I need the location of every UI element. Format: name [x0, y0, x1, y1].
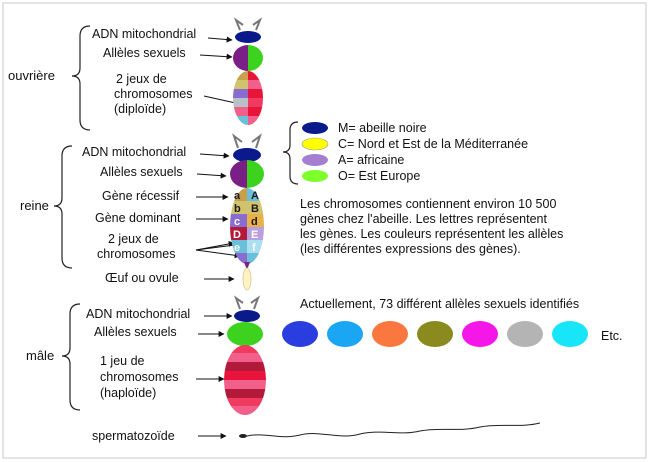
- allele-ellipse-3: [372, 321, 408, 347]
- male-sex-label: Allèles sexuels: [94, 325, 177, 339]
- queen-mito-arrow: [199, 152, 230, 159]
- male-section: mâle ADN mitochondrial Allèles sexuels 1…: [26, 295, 623, 415]
- queen-gene-E: E: [251, 229, 258, 241]
- queen-brace: [53, 145, 73, 269]
- male-thorax-allele: [227, 322, 263, 346]
- male-chrom-line1: 1 jeu de: [100, 354, 145, 368]
- queen-recessive-label: Gène récessif: [102, 189, 180, 203]
- queen-gene-A: A: [251, 190, 259, 202]
- queen-gene-e: e: [234, 242, 240, 254]
- description-line-2: gènes chez l'abeille. Les lettres représ…: [300, 212, 548, 226]
- alleles-title: Actuellement, 73 différent allèles sexue…: [300, 297, 579, 311]
- allele-ellipse-6: [507, 321, 543, 347]
- allele-color-row: [282, 321, 588, 347]
- egg-label: Œuf ou ovule: [105, 271, 179, 285]
- queen-gene-f: f: [252, 242, 256, 254]
- queen-antenna-right: [251, 133, 262, 149]
- queen-gene-B: B: [251, 203, 259, 215]
- legend-label-c: C= Nord et Est de la Méditerranée: [338, 137, 528, 151]
- worker-mito-arrow: [207, 36, 233, 43]
- description-line-1: Les chromosomes contiennent environ 10 5…: [300, 197, 556, 211]
- worker-chrom-line2: chromosomes: [114, 87, 193, 101]
- queen-gene-a: a: [234, 190, 241, 202]
- male-head-mito: [234, 310, 260, 322]
- legend: M= abeille noire C= Nord et Est de la Mé…: [282, 121, 528, 185]
- legend-brace: [282, 121, 299, 185]
- description: Les chromosomes contiennent environ 10 5…: [300, 197, 563, 256]
- male-chrom-line3: (haploïde): [100, 386, 156, 400]
- legend-lavender-ellipse-icon: [302, 154, 328, 166]
- queen-sex-label: Allèles sexuels: [100, 165, 183, 179]
- worker-antenna-left: [233, 17, 244, 31]
- male-brace: [61, 303, 81, 411]
- male-bee: [224, 295, 266, 415]
- queen-section: reine ADN mitochondrial Allèles sexuels …: [20, 133, 264, 291]
- worker-sex-arrow: [199, 53, 233, 60]
- male-chrom-line2: chromosomes: [100, 370, 179, 384]
- queen-chrom-arrow-3: [195, 249, 241, 259]
- sperm-label: spermatozoïde: [92, 429, 175, 443]
- allele-ellipse-5: [462, 321, 498, 347]
- male-antenna-right: [250, 295, 261, 310]
- sperm-tail: [246, 422, 541, 438]
- male-group-label: mâle: [26, 348, 54, 363]
- worker-bee: [233, 17, 263, 125]
- alleles-etc: Etc.: [601, 329, 623, 343]
- male-abdomen: [224, 345, 266, 415]
- egg-icon: [242, 267, 252, 291]
- queen-mito-label: ADN mitochondrial: [82, 145, 186, 159]
- queen-chrom-line2: chromosomes: [97, 247, 176, 261]
- worker-section: ouvrière ADN mitochondrial Allèles sexue…: [8, 17, 263, 131]
- worker-sex-label: Allèles sexuels: [103, 46, 186, 60]
- queen-gene-c: c: [234, 216, 240, 228]
- queen-group-label: reine: [20, 198, 49, 213]
- queen-chrom-line1: 2 jeux de: [108, 232, 159, 246]
- worker-group-label: ouvrière: [8, 68, 55, 83]
- legend-lime-ellipse-icon: [302, 170, 328, 182]
- worker-abdomen: [233, 71, 263, 125]
- legend-navy-ellipse-icon: [302, 122, 328, 134]
- allele-ellipse-7: [552, 321, 588, 347]
- legend-label-m: M= abeille noire: [338, 121, 427, 135]
- legend-label-a: A= africaine: [338, 153, 404, 167]
- queen-gene-D: D: [233, 229, 241, 241]
- queen-sex-arrow: [196, 172, 227, 179]
- legend-yellow-ellipse-icon: [301, 137, 329, 151]
- worker-chrom-line1: 2 jeux de: [116, 72, 167, 86]
- sperm-section: spermatozoïde: [92, 422, 541, 443]
- allele-ellipse-2: [327, 321, 363, 347]
- description-line-4: (les différentes expressions des gènes).: [300, 242, 521, 256]
- allele-ellipse-4: [417, 321, 453, 347]
- worker-mito-label: ADN mitochondrial: [92, 27, 196, 41]
- description-line-3: les gènes. Les couleurs représentent les…: [300, 227, 563, 241]
- worker-head-mito: [235, 31, 261, 43]
- worker-antenna-right: [252, 17, 263, 31]
- queen-gene-d: d: [251, 216, 258, 228]
- queen-antenna-left: [232, 133, 243, 149]
- legend-label-o: O= Est Europe: [338, 169, 420, 183]
- queen-gene-b: b: [234, 203, 241, 215]
- worker-chrom-line3: (diploïde): [114, 102, 166, 116]
- queen-head-mito: [233, 148, 261, 162]
- queen-dominant-label: Gène dominant: [95, 211, 181, 225]
- queen-abdomen: [230, 188, 264, 264]
- worker-brace: [71, 25, 91, 131]
- queen-sting: [244, 262, 250, 270]
- sperm-head-icon: [239, 434, 247, 438]
- allele-ellipse-1: [282, 321, 318, 347]
- male-antenna-left: [233, 295, 244, 310]
- queen-bee: a b c D e A B d E f: [230, 133, 264, 270]
- male-mito-label: ADN mitochondrial: [86, 307, 190, 321]
